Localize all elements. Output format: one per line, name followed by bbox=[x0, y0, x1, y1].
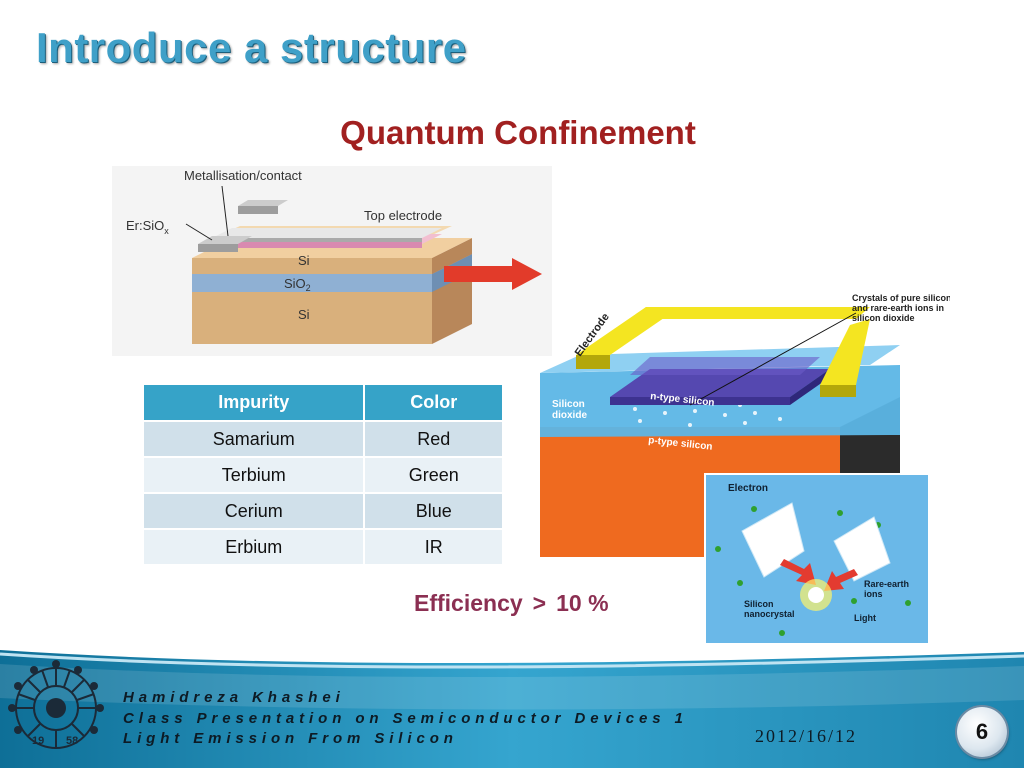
nanocrystal-inset-figure: Electron Rare-earth ions Silicon nanocry… bbox=[704, 473, 930, 645]
table-row: Samarium Red bbox=[144, 421, 502, 458]
svg-text:Rare-earth ions: Rare-earth ions bbox=[864, 579, 912, 599]
footer-topic: Light Emission From Silicon bbox=[123, 730, 458, 747]
efficiency-operator: > bbox=[532, 590, 547, 616]
device-cross-section-figure: Metallisation/contact Er:SiOx Top electr… bbox=[112, 166, 552, 356]
label-top-electrode: Top electrode bbox=[364, 208, 442, 223]
color-cell: Blue bbox=[364, 493, 502, 530]
slide-subtitle: Quantum Confinement bbox=[340, 114, 696, 151]
university-logo: 19 58 bbox=[8, 660, 104, 749]
label-sio2: SiO bbox=[284, 276, 306, 291]
table-row: Terbium Green bbox=[144, 457, 502, 494]
impurity-cell: Erbium bbox=[144, 529, 366, 566]
label-silicon-dioxide-1: Silicon bbox=[552, 399, 585, 410]
table-row: Cerium Blue bbox=[144, 493, 502, 530]
impurity-cell: Terbium bbox=[144, 457, 366, 494]
efficiency-statement: Efficiency >10 % bbox=[414, 590, 619, 617]
inset-label-silicon-nc-1: Silicon bbox=[744, 599, 774, 609]
label-silicon-dioxide-2: dioxide bbox=[552, 410, 587, 421]
inset-label-rare-earth-1: Rare-earth bbox=[864, 579, 909, 589]
table-header-row: Impurity Color bbox=[144, 385, 502, 422]
table-row: Erbium IR bbox=[144, 529, 502, 566]
logo-year-right: 58 bbox=[66, 735, 78, 747]
label-crystals-2: and rare-earth ions in bbox=[852, 303, 944, 313]
efficiency-label: Efficiency bbox=[414, 590, 523, 616]
column-header-impurity: Impurity bbox=[144, 385, 366, 422]
label-metallisation: Metallisation/contact bbox=[184, 168, 302, 183]
impurity-color-table: Impurity Color Samarium Red Terbium Gree… bbox=[144, 385, 502, 566]
svg-text:Crystals of pure silicon a: Crystals of pure silicon and rare-earth … bbox=[852, 293, 950, 323]
inset-label-rare-earth-2: ions bbox=[864, 589, 883, 599]
footer-credits: Hamidreza Khashei Class Presentation on … bbox=[123, 688, 688, 750]
inset-label-light: Light bbox=[854, 613, 876, 623]
page-number-badge: 6 bbox=[957, 707, 1007, 757]
color-cell: IR bbox=[364, 529, 502, 566]
color-cell: Green bbox=[364, 457, 502, 494]
inset-label-silicon-nc-2: nanocrystal bbox=[744, 609, 795, 619]
label-si-lower: Si bbox=[298, 307, 310, 322]
label-er-siox-sub: x bbox=[164, 226, 169, 236]
label-sio2-sub: 2 bbox=[306, 283, 311, 293]
impurity-cell: Cerium bbox=[144, 493, 366, 530]
logo-year-left: 19 bbox=[32, 735, 44, 747]
footer-course: Class Presentation on Semiconductor Devi… bbox=[123, 709, 688, 727]
footer-date: 2012/16/12 bbox=[755, 726, 858, 746]
inset-label-electron: Electron bbox=[728, 483, 768, 494]
label-er-siox: Er:SiO bbox=[126, 218, 164, 233]
slide-title: Introduce a structure bbox=[36, 24, 467, 71]
color-cell: Red bbox=[364, 421, 502, 458]
svg-text:Silicon dioxide: Silicon dioxide bbox=[552, 399, 588, 421]
svg-text:SiO2: SiO2 bbox=[284, 276, 311, 293]
label-crystals-1: Crystals of pure silicon bbox=[852, 293, 950, 303]
column-header-color: Color bbox=[364, 385, 502, 422]
label-si-upper: Si bbox=[298, 253, 310, 268]
label-crystals-3: silicon dioxide bbox=[852, 313, 915, 323]
efficiency-value: 10 % bbox=[556, 590, 609, 616]
svg-text:Silicon nanocrystal: Silicon nanocrystal bbox=[744, 599, 795, 619]
footer-author: Hamidreza Khashei bbox=[123, 689, 345, 706]
footer-band bbox=[0, 650, 1024, 768]
svg-text:Er:SiOx: Er:SiOx bbox=[126, 218, 169, 236]
impurity-cell: Samarium bbox=[144, 421, 366, 458]
